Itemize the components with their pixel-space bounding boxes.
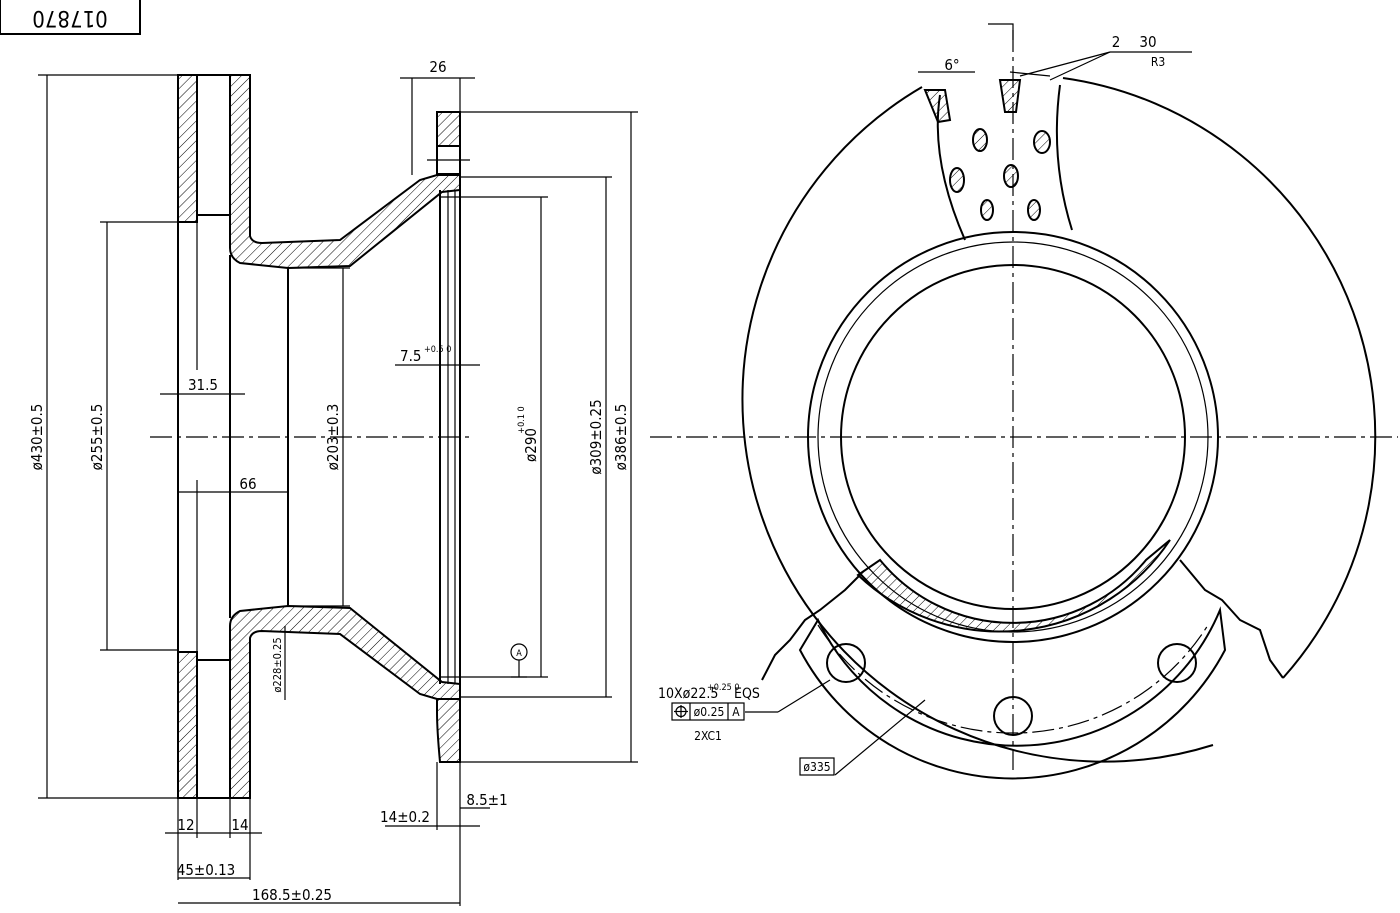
dim-offset-66: 66 [239, 475, 256, 493]
dim-groove-tol: +0.5 0 [424, 345, 451, 355]
dim-d203: ø203±0.3 [324, 404, 342, 471]
hatched-section [856, 539, 1171, 633]
bolt-hole-eqs: EQS [734, 686, 760, 702]
bolt-hole-tol: +0.25 0 [707, 683, 740, 693]
dim-plate-left: 12 [177, 816, 194, 834]
dim-plate-right: 14 [231, 816, 248, 834]
bolt-hole [1157, 643, 1197, 683]
bolt-holes [826, 643, 1197, 736]
hat-section-bottom [229, 604, 461, 799]
dim-d255: ø255±0.5 [88, 404, 106, 471]
dim-flange-width: 26 [429, 58, 446, 76]
dim-groove: 7.5 [400, 347, 421, 365]
flange-top [436, 111, 461, 147]
datum-a-marker [510, 643, 528, 661]
bolt-flange [798, 606, 1227, 780]
vane-count: 2 [1112, 33, 1121, 51]
dim-d290-tol: +0.1 0 [517, 406, 527, 433]
dim-d309: ø309±0.25 [587, 399, 605, 474]
pcd-label: ø335 [803, 760, 830, 774]
note-2xc1: 2XC1 [694, 729, 722, 743]
dim-d228: ø228±0.25 [271, 637, 284, 692]
drawing-number: 017870 [32, 5, 108, 30]
cooling-vanes [923, 79, 1051, 221]
vane-length: 30 [1139, 33, 1156, 51]
dim-hub-8: 8.5±1 [466, 791, 507, 809]
vane-angle: 6° [944, 56, 959, 74]
dim-thickness: 45±0.13 [177, 861, 236, 879]
drawing-number-box: 017870 [0, 0, 141, 35]
vane-radius: R3 [1151, 55, 1165, 69]
outer-rim-right [1062, 77, 1377, 679]
outer-rim-left [741, 86, 1214, 763]
flange-bottom [436, 698, 461, 763]
friction-plate-outer-top [177, 74, 198, 223]
dim-d386: ø386±0.5 [612, 404, 630, 471]
front-view: 6° 2 30 R3 10Xø22.5 +0.25 0 EQS ø0.25 A … [650, 23, 1398, 780]
position-datum: A [732, 705, 740, 719]
position-tolerance: ø0.25 [694, 705, 725, 719]
bolt-hole-spec: 10Xø22.5 [658, 686, 718, 702]
section-view: A 26 7.5 +0.5 0 31.5 66 ø430±0.5 ø255±0.… [28, 58, 638, 906]
position-tolerance-frame: ø0.25 A [671, 702, 745, 721]
dim-d430: ø430±0.5 [28, 404, 46, 471]
bolt-hole [826, 643, 866, 683]
dim-d290: ø290 [522, 428, 540, 462]
dim-hub-14: 14±0.2 [380, 808, 430, 826]
friction-plate-outer-bottom [177, 651, 198, 799]
dim-offset-31: 31.5 [188, 376, 218, 394]
dim-overall: 168.5±0.25 [252, 886, 332, 904]
hat-section-top [229, 74, 461, 270]
datum-a-label: A [516, 649, 522, 659]
